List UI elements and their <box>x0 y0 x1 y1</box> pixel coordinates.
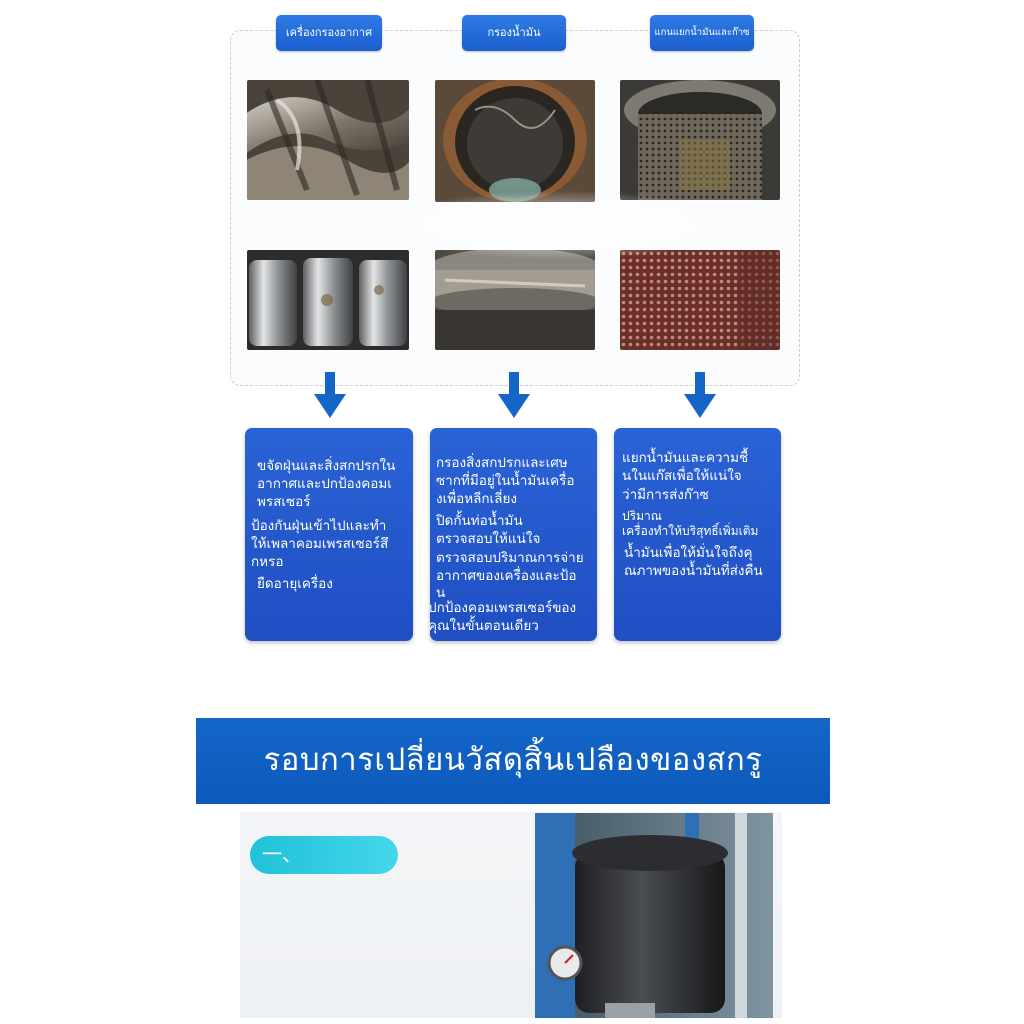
image-haze-overlay <box>380 190 740 260</box>
photo-worn-bearings <box>247 250 409 350</box>
arrow-down-icon <box>498 372 530 418</box>
card-text-line: ตรวจสอบให้แน่ใจ <box>436 531 541 547</box>
card-text-line: น้ำมันเพื่อให้มั่นใจถึงคุ <box>624 545 753 561</box>
tag-oil-filter-label: กรองน้ำมัน <box>487 26 541 39</box>
card-text-line: ให้เพลาคอมเพรสเซอร์สึ <box>251 536 389 552</box>
card-oil-filter-description: กรองสิ่งสกปรกและเศษ ซากที่มีอยู่ในน้ำมัน… <box>430 428 597 641</box>
photo-rusted-separator-mesh <box>620 250 780 350</box>
card-text-line: นในแก๊สเพื่อให้แน่ใจ <box>622 468 742 484</box>
card-text-line: ปิดกั้นท่อน้ำมัน <box>436 513 523 529</box>
card-text-line: อากาศของเครื่องและป้อ <box>436 568 577 584</box>
card-text-line: ยืดอายุเครื่อง <box>257 576 333 592</box>
tag-oil-separator: แกนแยกน้ำมันและก๊าซ <box>650 15 754 51</box>
card-oil-separator-description: แยกน้ำมันและความชื้ นในแก๊สเพื่อให้แน่ใจ… <box>614 428 781 641</box>
card-text-line: แยกน้ำมันและความชื้ <box>622 450 749 466</box>
card-text-line: อากาศและปกป้องคอมเ <box>257 476 392 492</box>
card-text-line: ปกป้องคอมเพรสเซอร์ของ <box>430 600 577 616</box>
card-text-line: น <box>436 585 446 601</box>
photo-worn-screw-rotor <box>247 80 409 200</box>
card-text-line: ขจัดฝุ่นและสิ่งสกปรกใน <box>257 458 396 474</box>
card-text-line: ตรวจสอบปริมาณการจ่าย <box>436 550 584 566</box>
photo-dirty-oil-filter-top <box>435 80 595 202</box>
tag-air-filter: เครื่องกรองอากาศ <box>276 15 382 51</box>
arrow-down-icon <box>684 372 716 418</box>
section-banner: รอบการเปลี่ยนวัสดุสิ้นเปลืองของสกรู <box>196 718 830 804</box>
card-text-line: ปริมาณ <box>622 509 662 523</box>
tag-oil-filter: กรองน้ำมัน <box>462 15 566 51</box>
photo-compressor-air-filter <box>535 813 773 1018</box>
card-text-line: เครื่องทำให้บริสุทธิ์เพิ่มเติม <box>622 524 759 538</box>
tag-oil-separator-label: แกนแยกน้ำมันและก๊าซ <box>654 27 750 38</box>
banner-title: รอบการเปลี่ยนวัสดุสิ้นเปลืองของสกรู <box>263 742 763 778</box>
card-text-line: ป้องกันฝุ่นเข้าไปและทำ <box>251 518 387 534</box>
card-text-line: งเพื่อหลีกเลี่ยง <box>436 491 517 507</box>
card-text-line: พรสเซอร์ <box>257 494 311 510</box>
card-air-filter-description: ขจัดฝุ่นและสิ่งสกปรกใน อากาศและปกป้องคอม… <box>245 428 413 641</box>
photo-dirty-oil-filter-base <box>435 250 595 350</box>
arrow-down-icon <box>314 372 346 418</box>
card-text-line: กรองสิ่งสกปรกและเศษ <box>436 455 568 471</box>
section-number-pill: 一、 <box>250 836 398 874</box>
photo-dirty-separator-top <box>620 80 780 200</box>
card-text-line: ณภาพของน้ำมันที่ส่งคืน <box>624 563 763 579</box>
card-text-line: คุณในขั้นตอนเดียว <box>430 618 539 634</box>
tag-air-filter-label: เครื่องกรองอากาศ <box>285 26 373 39</box>
card-text-line: ว่ามีการส่งก๊าซ <box>622 487 709 503</box>
card-text-line: ซากที่มีอยู่ในน้ำมันเครื่อ <box>436 473 575 489</box>
section-number-label: 一、 <box>262 842 302 866</box>
card-text-line: กหรอ <box>251 554 284 570</box>
